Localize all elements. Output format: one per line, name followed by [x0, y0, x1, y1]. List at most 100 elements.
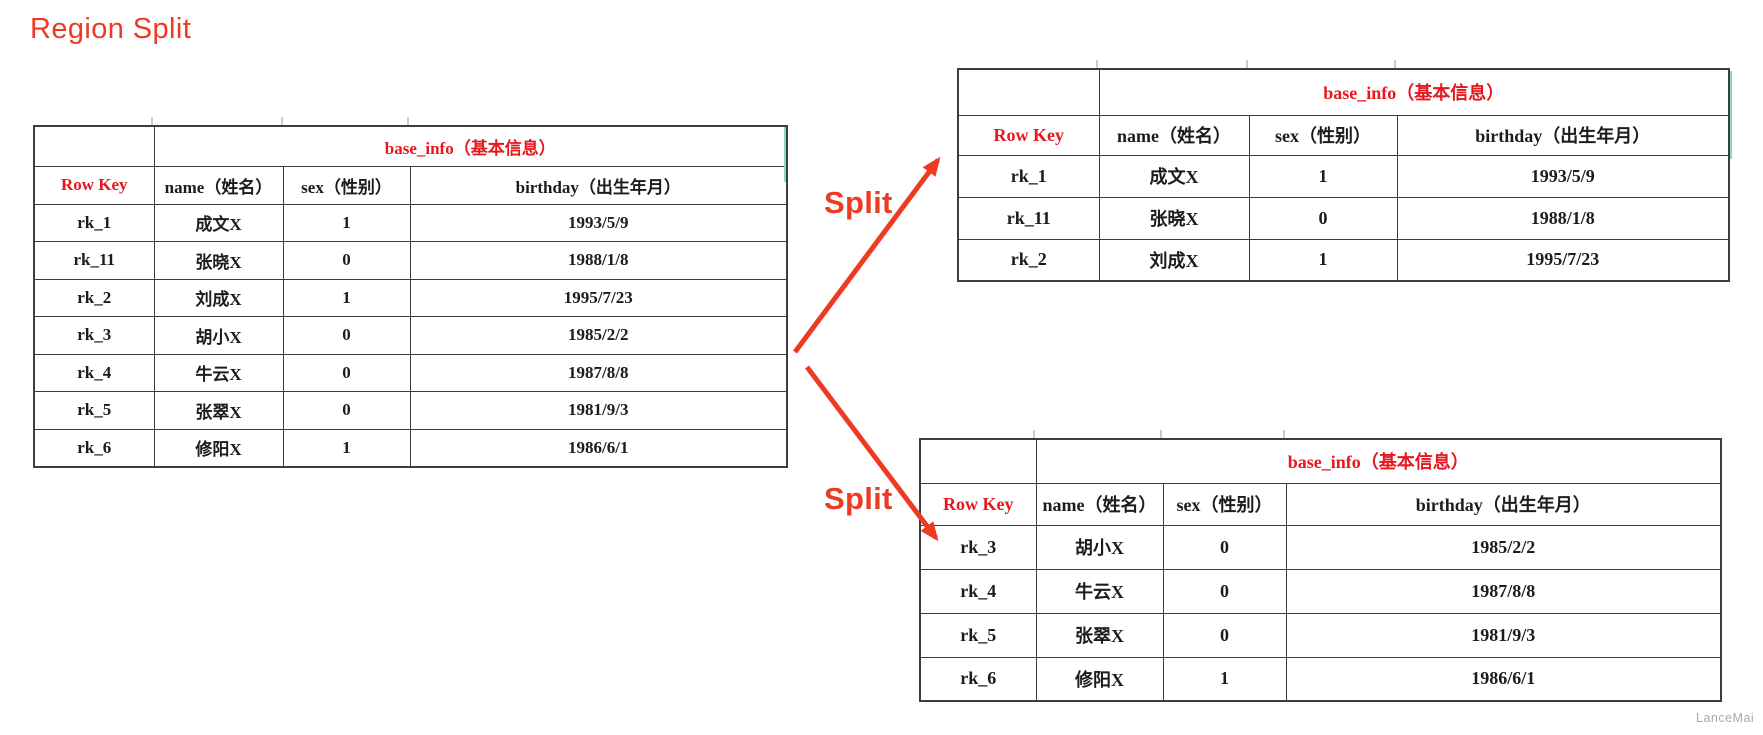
ruler-tick — [1394, 60, 1396, 68]
birthday-cell: 1981/9/3 — [409, 391, 788, 430]
name-header: name（姓名） — [1098, 114, 1250, 156]
birthday-header: birthday（出生年月） — [409, 165, 788, 205]
column-header-row: Row Key name（姓名） sex（性别） birthday（出生年月） — [33, 165, 788, 205]
selection-edge-mark — [1730, 71, 1732, 159]
name-cell: 牛云X — [153, 353, 284, 392]
name-cell: 张晓X — [153, 241, 284, 280]
row-key-cell: rk_4 — [33, 353, 155, 392]
sex-cell: 0 — [282, 391, 411, 430]
sex-cell: 1 — [1248, 238, 1398, 282]
birthday-cell: 1995/7/23 — [1396, 238, 1730, 282]
corner-cell — [957, 68, 1100, 116]
table-row: rk_1 成文X 1 1993/5/9 — [33, 203, 788, 242]
watermark: LanceMai — [1696, 711, 1755, 725]
name-cell: 胡小X — [1035, 524, 1164, 570]
name-cell: 张晓X — [1098, 196, 1250, 240]
row-key-cell: rk_5 — [919, 612, 1037, 658]
selection-edge-mark — [784, 127, 786, 182]
birthday-cell: 1987/8/8 — [1285, 568, 1722, 614]
table-row: rk_4 牛云X 0 1987/8/8 — [919, 568, 1722, 614]
sex-cell: 1 — [282, 203, 411, 242]
birthday-cell: 1988/1/8 — [1396, 196, 1730, 240]
table-row: rk_5 张翠X 0 1981/9/3 — [919, 612, 1722, 658]
sex-cell: 0 — [1162, 524, 1287, 570]
sex-cell: 0 — [1162, 612, 1287, 658]
table-row: rk_3 胡小X 0 1985/2/2 — [919, 524, 1722, 570]
ruler-tick — [407, 117, 409, 125]
column-family-row: base_info（基本信息） — [919, 438, 1722, 484]
birthday-cell: 1981/9/3 — [1285, 612, 1722, 658]
sex-header: sex（性别） — [282, 165, 411, 205]
table-row: rk_11 张晓X 0 1988/1/8 — [957, 196, 1730, 240]
row-key-cell: rk_6 — [33, 428, 155, 467]
sex-header: sex（性别） — [1248, 114, 1398, 156]
row-key-cell: rk_6 — [919, 656, 1037, 702]
name-cell: 刘成X — [1098, 238, 1250, 282]
birthday-cell: 1993/5/9 — [1396, 154, 1730, 198]
name-cell: 张翠X — [153, 391, 284, 430]
row-key-cell: rk_2 — [33, 278, 155, 317]
split-arrow-top — [792, 156, 941, 354]
name-cell: 胡小X — [153, 316, 284, 355]
sex-cell: 1 — [1162, 656, 1287, 702]
corner-cell — [33, 125, 155, 167]
birthday-header: birthday（出生年月） — [1396, 114, 1730, 156]
birthday-cell: 1985/2/2 — [1285, 524, 1722, 570]
sex-cell: 0 — [282, 316, 411, 355]
split-label-top: Split — [824, 185, 893, 220]
ruler-tick — [1246, 60, 1248, 68]
name-cell: 张翠X — [1035, 612, 1164, 658]
table-row: rk_6 修阳X 1 1986/6/1 — [33, 428, 788, 467]
column-family-header: base_info（基本信息） — [153, 125, 788, 167]
sex-cell: 0 — [1162, 568, 1287, 614]
name-cell: 成文X — [1098, 154, 1250, 198]
split-region-2-table: base_info（基本信息） Row Key name（姓名） sex（性别）… — [919, 438, 1723, 702]
name-header: name（姓名） — [153, 165, 284, 205]
source-region-table: base_info（基本信息） Row Key name（姓名） sex（性别）… — [33, 125, 789, 468]
column-family-row: base_info（基本信息） — [33, 125, 788, 167]
row-key-header: Row Key — [33, 165, 155, 205]
column-family-header: base_info（基本信息） — [1098, 68, 1730, 116]
ruler-tick — [151, 117, 153, 125]
table-row: rk_2 刘成X 1 1995/7/23 — [33, 278, 788, 317]
column-header-row: Row Key name（姓名） sex（性别） birthday（出生年月） — [957, 114, 1730, 156]
sex-cell: 0 — [282, 353, 411, 392]
birthday-header: birthday（出生年月） — [1285, 482, 1722, 526]
row-key-cell: rk_2 — [957, 238, 1100, 282]
birthday-cell: 1985/2/2 — [409, 316, 788, 355]
birthday-cell: 1995/7/23 — [409, 278, 788, 317]
row-key-cell: rk_3 — [919, 524, 1037, 570]
row-key-cell: rk_1 — [33, 203, 155, 242]
row-key-cell: rk_3 — [33, 316, 155, 355]
table-row: rk_4 牛云X 0 1987/8/8 — [33, 353, 788, 392]
column-family-row: base_info（基本信息） — [957, 68, 1730, 116]
table-row: rk_3 胡小X 0 1985/2/2 — [33, 316, 788, 355]
sex-cell: 1 — [282, 428, 411, 467]
name-cell: 修阳X — [153, 428, 284, 467]
sex-cell: 0 — [1248, 196, 1398, 240]
row-key-cell: rk_1 — [957, 154, 1100, 198]
table-row: rk_2 刘成X 1 1995/7/23 — [957, 238, 1730, 282]
column-family-header: base_info（基本信息） — [1035, 438, 1722, 484]
name-cell: 修阳X — [1035, 656, 1164, 702]
name-header: name（姓名） — [1035, 482, 1164, 526]
birthday-cell: 1987/8/8 — [409, 353, 788, 392]
ruler-tick — [1160, 430, 1162, 438]
birthday-cell: 1993/5/9 — [409, 203, 788, 242]
page-title: Region Split — [30, 13, 192, 45]
split-arrows — [792, 156, 941, 542]
ruler-tick — [1096, 60, 1098, 68]
table-row: rk_6 修阳X 1 1986/6/1 — [919, 656, 1722, 702]
birthday-cell: 1986/6/1 — [409, 428, 788, 467]
split-label-bottom: Split — [824, 481, 893, 516]
row-key-cell: rk_11 — [33, 241, 155, 280]
ruler-tick — [281, 117, 283, 125]
sex-header: sex（性别） — [1162, 482, 1287, 526]
ruler-tick — [1033, 430, 1035, 438]
row-key-cell: rk_4 — [919, 568, 1037, 614]
birthday-cell: 1988/1/8 — [409, 241, 788, 280]
ruler-tick — [1283, 430, 1285, 438]
split-arrow-bottom — [805, 365, 939, 542]
table-row: rk_11 张晓X 0 1988/1/8 — [33, 241, 788, 280]
